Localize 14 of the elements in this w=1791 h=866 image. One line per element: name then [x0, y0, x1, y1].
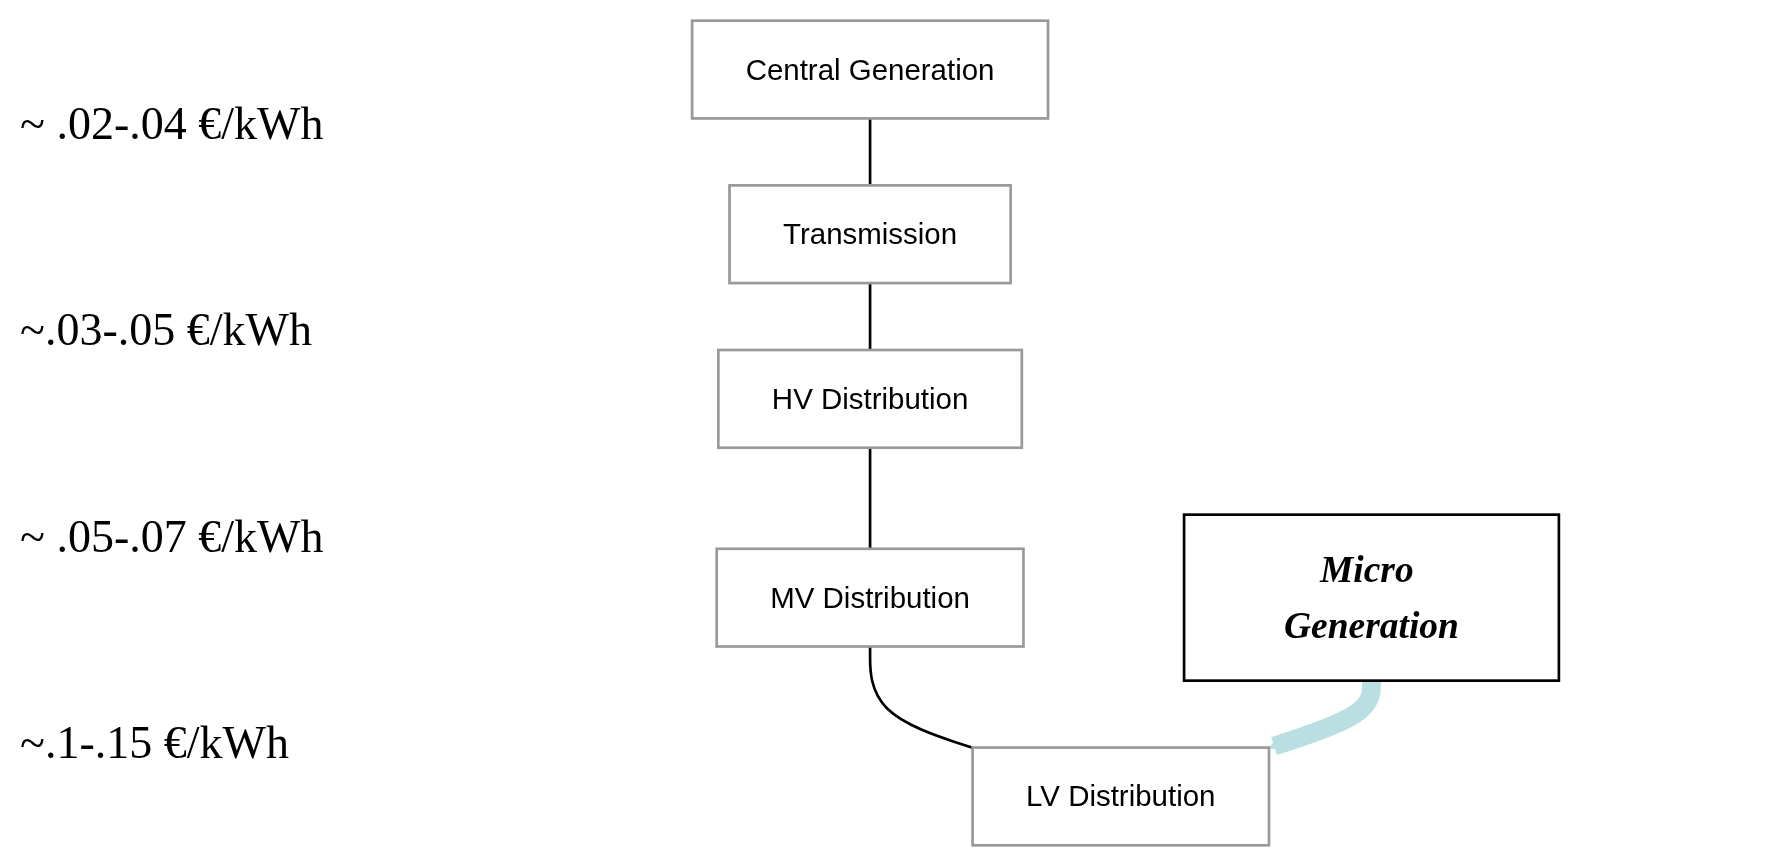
connector [868, 283, 872, 350]
node-box: LV Distribution [971, 746, 1271, 847]
node-box: Micro Generation [1182, 513, 1561, 682]
node-box: Central Generation [690, 19, 1050, 120]
node-box: HV Distribution [717, 348, 1024, 450]
price-label: ~.03-.05 €/kWh [20, 303, 312, 357]
node-box: Transmission [728, 184, 1012, 285]
price-label: ~ .05-.07 €/kWh [20, 509, 324, 563]
connector [868, 447, 872, 549]
node-box: MV Distribution [715, 547, 1025, 648]
price-label: ~.1-.15 €/kWh [20, 716, 289, 770]
price-label: ~ .02-.04 €/kWh [20, 96, 324, 150]
connector [868, 118, 872, 186]
connector [868, 646, 973, 750]
